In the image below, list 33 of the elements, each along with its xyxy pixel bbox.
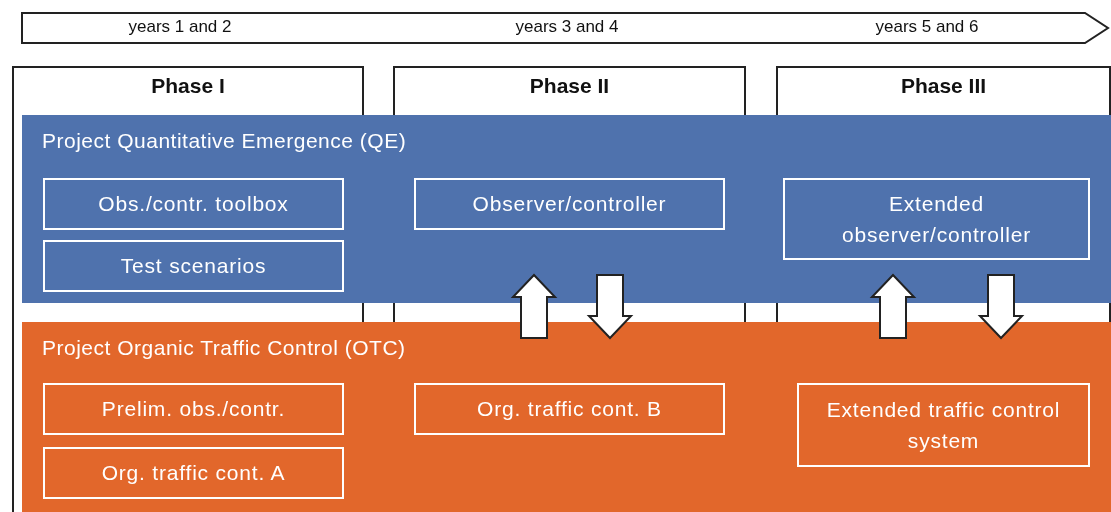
phase-column (393, 66, 746, 115)
timeline-label: years 3 and 4 (515, 17, 619, 37)
task-label: Extended observer/controller (840, 190, 1033, 248)
phase-column (12, 66, 364, 115)
project-title: Project Quantitative Emergence (QE) (42, 129, 407, 153)
task-label: Test scenarios (120, 253, 267, 280)
phase-column (776, 66, 1111, 115)
task-box (43, 178, 344, 230)
task-box (414, 178, 725, 230)
task-box (414, 383, 725, 435)
phase-title: Phase II (528, 74, 611, 98)
task-box (43, 383, 344, 435)
task-label: Prelim. obs./contr. (101, 396, 286, 423)
project-band (22, 322, 1111, 512)
task-box (43, 447, 344, 499)
block-arrow (869, 273, 917, 339)
phase-title: Phase III (899, 74, 988, 98)
task-label: Observer/controller (472, 191, 667, 218)
project-band (22, 115, 1111, 303)
phase-title: Phase I (150, 74, 226, 98)
timeline-label: years 5 and 6 (875, 17, 979, 37)
block-arrow (586, 274, 634, 340)
project-title: Project Organic Traffic Control (OTC) (42, 336, 406, 360)
task-box (783, 178, 1090, 260)
block-arrow (510, 273, 558, 339)
task-label: Org. traffic cont. B (477, 396, 662, 423)
task-label: Obs./contr. toolbox (98, 191, 289, 218)
task-label: Extended traffic control system (825, 396, 1062, 454)
task-box (797, 383, 1090, 467)
block-arrow (977, 274, 1025, 340)
timeline-label: years 1 and 2 (128, 17, 232, 37)
task-box (43, 240, 344, 292)
task-label: Org. traffic cont. A (101, 460, 286, 487)
